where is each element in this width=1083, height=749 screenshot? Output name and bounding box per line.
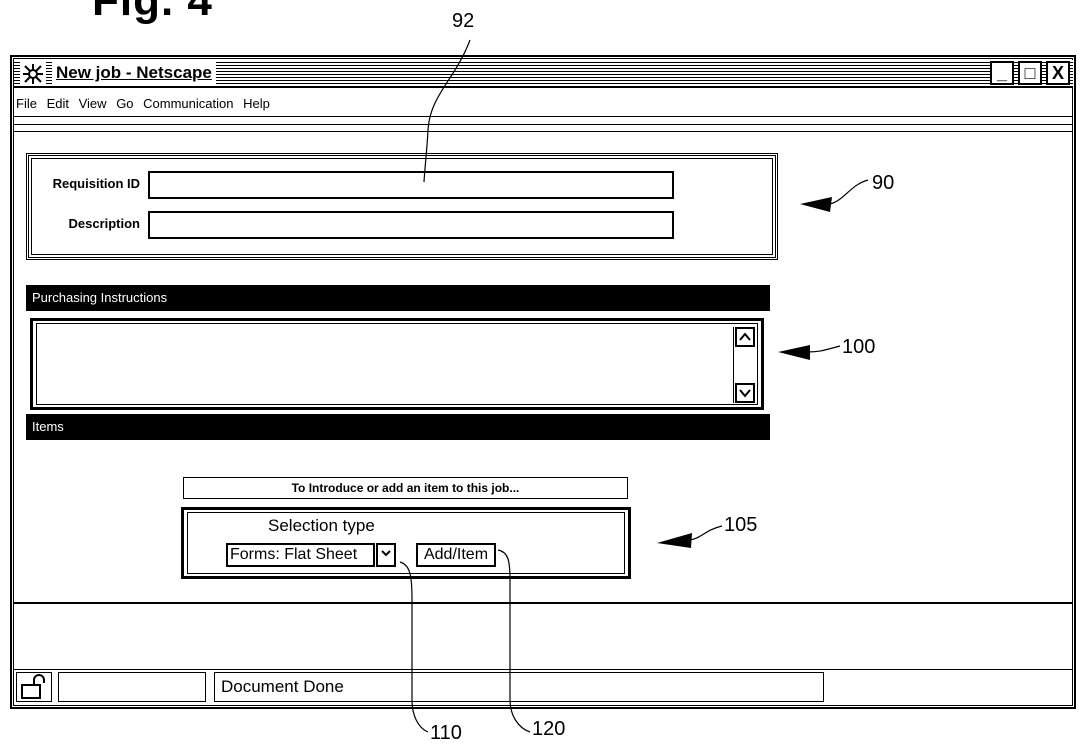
requisition-panel — [26, 153, 778, 260]
description-input[interactable] — [148, 211, 674, 239]
progress-cell — [58, 672, 206, 702]
leader-105 — [689, 525, 723, 541]
chevron-down-icon — [739, 389, 751, 398]
ref-110: 110 — [430, 722, 462, 744]
ref-100: 100 — [842, 336, 876, 358]
description-label: Description — [68, 216, 140, 231]
toolbar-divider — [14, 124, 1073, 125]
content-bottom-divider — [14, 602, 1073, 604]
ref-92: 92 — [452, 10, 475, 32]
close-button[interactable]: X — [1046, 61, 1070, 85]
browser-window-inner — [13, 58, 1073, 706]
figure-label: Fig. 4 — [92, 0, 213, 25]
requisition-id-label: Requisition ID — [52, 176, 140, 191]
chevron-down-icon — [381, 550, 391, 557]
menu-edit[interactable]: Edit — [46, 96, 69, 111]
minimize-button[interactable]: _ — [990, 61, 1014, 85]
selection-type-select[interactable]: Forms: Flat Sheet — [226, 543, 375, 567]
selection-panel-inner — [187, 512, 625, 574]
browser-window — [10, 55, 1076, 709]
purchasing-instructions-header: Purchasing Instructions — [26, 285, 770, 311]
menu-go[interactable]: Go — [116, 96, 134, 111]
menu-help[interactable]: Help — [243, 96, 270, 111]
scrollbar-track[interactable] — [733, 327, 734, 403]
selection-panel — [181, 507, 631, 579]
window-title: New job - Netscape — [52, 61, 216, 85]
dropdown-button[interactable] — [376, 543, 396, 567]
requisition-panel-inner — [31, 158, 773, 255]
menu-file[interactable]: File — [16, 96, 37, 111]
menu-divider — [14, 116, 1073, 117]
leader-92 — [423, 39, 471, 183]
menu-view[interactable]: View — [78, 96, 107, 111]
leader-120 — [497, 549, 531, 733]
arrowhead-105 — [657, 533, 692, 548]
ref-105: 105 — [724, 514, 758, 536]
purchasing-instructions-textarea[interactable] — [36, 323, 758, 405]
statusbar-divider — [14, 669, 1073, 670]
leader-90 — [829, 179, 869, 205]
items-header: Items — [26, 414, 770, 440]
lock-icon — [21, 674, 45, 699]
content-top-divider — [14, 131, 1073, 132]
menu-bar: File Edit View Go Communication Help — [16, 96, 276, 111]
menu-communication[interactable]: Communication — [143, 96, 234, 111]
requisition-id-input[interactable] — [148, 171, 674, 199]
add-item-intro: To Introduce or add an item to this job.… — [183, 477, 628, 499]
security-cell[interactable] — [16, 672, 52, 702]
ref-120: 120 — [532, 718, 566, 740]
leader-110 — [399, 561, 429, 733]
leader-100 — [807, 345, 841, 353]
purchasing-instructions-frame — [30, 318, 764, 410]
chevron-up-icon — [739, 332, 751, 341]
arrowhead-90 — [800, 197, 832, 212]
scroll-down-button[interactable] — [735, 383, 755, 403]
arrowhead-100 — [778, 345, 810, 360]
status-message: Document Done — [214, 672, 824, 702]
add-item-button[interactable]: Add/Item — [416, 543, 496, 567]
maximize-button[interactable]: □ — [1018, 61, 1042, 85]
ref-90: 90 — [872, 172, 895, 194]
scroll-up-button[interactable] — [735, 327, 755, 347]
netscape-icon — [20, 62, 46, 86]
selection-type-label: Selection type — [268, 516, 375, 535]
